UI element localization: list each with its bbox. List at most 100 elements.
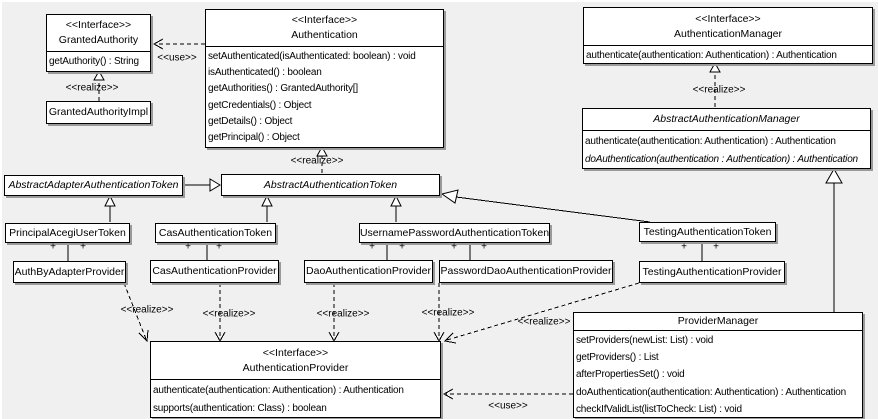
class-title: GrantedAuthorityImpl — [47, 102, 150, 123]
triangle-arrow-icon — [93, 69, 105, 81]
method-row: authenticate(authentication: Authenticat… — [585, 135, 836, 147]
association-plus-label: + — [451, 241, 457, 253]
generalization-edge-testingtoken — [455, 196, 651, 223]
method-row: authenticate(authentication: Authenticat… — [153, 384, 404, 396]
method-row: isAuthenticated() : boolean — [208, 66, 322, 78]
method-row: getPrincipal() : Object — [208, 132, 300, 144]
class-box-dao-authentication-provider: DaoAuthenticationProvider — [304, 260, 433, 283]
method-row: getAuthorities() : GrantedAuthority[] — [208, 83, 358, 95]
class-name: UsernamePasswordAuthenticationToken — [359, 226, 550, 239]
method-row: getDetails() : Object — [208, 115, 293, 127]
stereotype-label: <<Interface>> — [262, 346, 329, 359]
edge-label-realize: <<realize>> — [120, 304, 174, 316]
class-name: ProviderManager — [677, 315, 759, 327]
method-row: doAuthentication(authentication : Authen… — [585, 154, 858, 166]
class-name: AbstractAuthenticationManager — [653, 113, 800, 125]
methods-compartment: getAuthority() : String — [47, 52, 150, 70]
class-title: AuthByAdapterProvider — [14, 262, 125, 282]
class-box-abstract-authentication-token: AbstractAuthenticationToken — [221, 174, 440, 196]
method-row: authenticate(authentication: Authenticat… — [586, 49, 837, 61]
class-title: <<Interface>> GrantedAuthority — [47, 15, 150, 52]
class-title: TestingAuthenticationProvider — [640, 262, 784, 282]
edge-label-realize: <<realize>> — [692, 84, 746, 96]
stereotype-label: <<Interface>> — [695, 12, 761, 25]
realize-edge-authbyadapterprovider — [123, 282, 147, 340]
class-name: GrantedAuthorityImpl — [48, 106, 149, 118]
edge-label-use: <<use>> — [488, 400, 528, 412]
class-box-authentication: <<Interface>> Authentication setAuthenti… — [205, 9, 444, 148]
edge-label-realize: <<realize>> — [421, 307, 475, 319]
class-name: GrantedAuthority — [58, 34, 139, 46]
class-box-principal-acegi-user-token: PrincipalAcegiUserToken — [5, 223, 130, 243]
triangle-arrow-icon — [104, 194, 116, 207]
triangle-arrow-icon — [390, 194, 402, 207]
stereotype-label: <<Interface>> — [65, 19, 132, 31]
methods-compartment: authenticate(authentication: Authenticat… — [583, 131, 870, 169]
method-row: setProviders(newList: List) : void — [576, 335, 714, 347]
association-plus-label: + — [399, 241, 405, 253]
realize-edge-testingprovider — [446, 282, 640, 341]
class-title: TestingAuthenticationToken — [640, 223, 775, 241]
method-row: checkIfValidList(listToCheck: List) : vo… — [576, 403, 742, 415]
class-box-password-dao-authentication-provider: PasswordDaoAuthenticationProvider — [439, 260, 613, 283]
method-row: afterPropertiesSet() : void — [576, 369, 685, 381]
method-row: setAuthenticated(isAuthenticated: boolea… — [208, 50, 416, 62]
triangle-arrow-icon — [316, 145, 328, 157]
class-title: AbstractAuthenticationToken — [222, 175, 439, 195]
edge-label-realize: <<realize>> — [202, 308, 256, 320]
class-box-abstract-authentication-manager: AbstractAuthenticationManager authentica… — [582, 108, 871, 169]
association-plus-label: + — [481, 241, 487, 253]
class-title: DaoAuthenticationProvider — [305, 261, 432, 282]
triangle-arrow-icon — [709, 61, 721, 73]
class-title: PasswordDaoAuthenticationProvider — [440, 261, 612, 282]
class-title: AbstractAuthenticationManager — [583, 109, 870, 131]
edge-label-use: <<use>> — [157, 52, 197, 64]
class-title: <<Interface>> AuthenticationManager — [584, 8, 872, 46]
class-title: PrincipalAcegiUserToken — [6, 224, 129, 242]
method-row: getAuthority() : String — [49, 56, 139, 67]
method-row: supports(authentication: Class) : boolea… — [153, 402, 327, 414]
association-plus-label: + — [216, 241, 222, 253]
class-box-provider-manager: ProviderManager setProviders(newList: Li… — [573, 312, 863, 418]
association-plus-label: + — [713, 241, 719, 253]
triangle-arrow-icon — [440, 189, 459, 204]
stereotype-label: <<Interface>> — [291, 14, 358, 26]
class-name: Authentication — [291, 29, 358, 41]
open-arrow-icon — [152, 38, 164, 50]
class-name: TestingAuthenticationToken — [643, 225, 772, 238]
class-name: DaoAuthenticationProvider — [306, 265, 431, 277]
methods-compartment: authenticate(authentication: Authenticat… — [584, 46, 872, 63]
class-box-authentication-provider: <<Interface>> AuthenticationProvider aut… — [150, 341, 441, 418]
class-title: AbstractAdapterAuthenticationToken — [5, 176, 182, 195]
edge-label-realize: <<realize>> — [290, 155, 344, 167]
triangle-arrow-icon — [261, 194, 273, 207]
class-box-auth-by-adapter-provider: AuthByAdapterProvider — [13, 261, 126, 283]
class-name: AbstractAuthenticationToken — [263, 178, 398, 191]
open-arrow-icon — [443, 332, 457, 344]
class-name: AbstractAdapterAuthenticationToken — [8, 179, 179, 191]
association-plus-label: + — [681, 241, 687, 253]
class-box-username-password-authentication-token: UsernamePasswordAuthenticationToken — [359, 223, 550, 243]
methods-compartment: setProviders(newList: List) : void getPr… — [574, 331, 862, 418]
class-box-testing-authentication-token: TestingAuthenticationToken — [639, 222, 776, 242]
open-arrow-icon — [442, 388, 454, 400]
class-name: PrincipalAcegiUserToken — [9, 226, 126, 239]
class-title: <<Interface>> Authentication — [206, 10, 443, 47]
class-box-testing-authentication-provider: TestingAuthenticationProvider — [639, 261, 785, 283]
method-row: doAuthentication(authentication: Authent… — [576, 386, 846, 398]
class-box-authentication-manager: <<Interface>> AuthenticationManager auth… — [583, 7, 873, 64]
class-name: CasAuthenticationToken — [158, 226, 273, 239]
edge-label-realize: <<realize>> — [65, 82, 119, 94]
class-box-cas-authentication-token: CasAuthenticationToken — [155, 223, 276, 243]
class-box-granted-authority: <<Interface>> GrantedAuthority getAuthor… — [46, 14, 151, 72]
class-title: ProviderManager — [574, 313, 862, 331]
class-name: PasswordDaoAuthenticationProvider — [440, 265, 612, 277]
class-box-granted-authority-impl: GrantedAuthorityImpl — [46, 101, 151, 124]
association-plus-label: + — [50, 241, 56, 253]
edge-label-realize: <<realize>> — [517, 316, 571, 328]
association-plus-label: + — [369, 241, 375, 253]
class-title: CasAuthenticationToken — [156, 224, 275, 242]
class-name: TestingAuthenticationProvider — [642, 265, 782, 278]
